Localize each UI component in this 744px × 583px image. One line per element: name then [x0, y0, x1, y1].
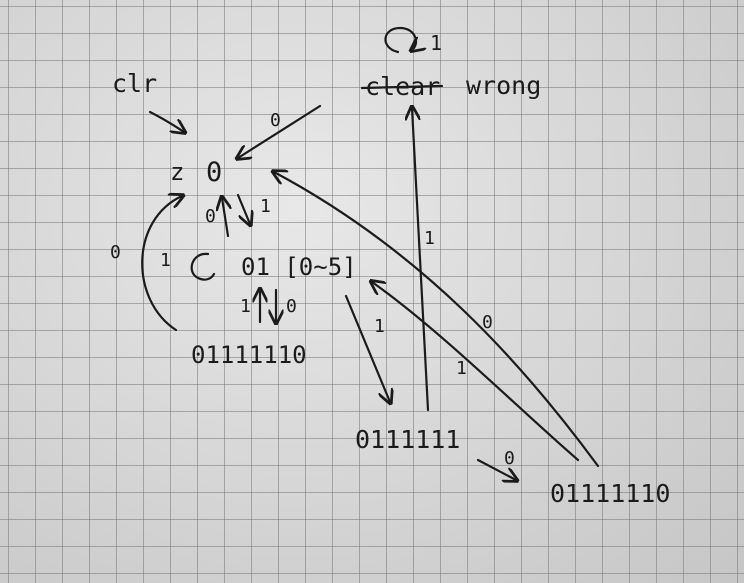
node-ones-counter: 01 [0~5]: [241, 253, 357, 281]
clear-to-zero-edge: [238, 104, 322, 158]
wrong-self-loop-edge: [384, 26, 416, 52]
six-to-counter-edge: [372, 282, 580, 462]
node-detect-pattern: 01111110: [191, 341, 307, 369]
seven-to-zero-edge: [274, 172, 600, 468]
six-to-wrong-label: 1: [424, 228, 435, 249]
counter-to-six-edge: [344, 294, 390, 402]
node-seven-ones: 01111110: [550, 479, 670, 508]
node-wrong-label: wrong: [466, 71, 541, 100]
clear-to-zero-label: 0: [270, 110, 281, 131]
detect-to-counter-label: 1: [240, 296, 251, 317]
six-to-wrong-edge: [412, 108, 430, 412]
counter-self-loop-edge: [190, 252, 216, 281]
wrong-self-loop-label: 1: [430, 31, 442, 55]
node-zero-state: 0: [206, 157, 222, 188]
counter-to-zero-label: 0: [205, 206, 216, 227]
six-to-counter-label: 1: [456, 358, 467, 379]
six-to-seven-edge: [476, 458, 516, 480]
counter-self-loop-label: 1: [160, 250, 171, 271]
detect-to-zero-loop-edge: [141, 196, 182, 332]
counter-to-detect-label: 0: [286, 296, 297, 317]
detect-to-zero-loop-label: 0: [110, 242, 121, 263]
node-clear-struck: clear: [360, 72, 444, 101]
counter-to-six-label: 1: [374, 316, 385, 337]
six-to-seven-label: 0: [504, 448, 515, 469]
strikethrough-line: [360, 84, 444, 90]
node-six-ones: 0111111: [355, 425, 460, 454]
zero-to-counter-label: 1: [260, 196, 271, 217]
zero-to-counter-edge: [236, 193, 250, 224]
seven-to-zero-label: 0: [482, 312, 493, 333]
node-zero-prefix: z: [170, 158, 184, 186]
node-clr-label: clr: [112, 69, 157, 98]
counter-to-zero-edge: [222, 198, 228, 238]
clr-to-zero-edge: [148, 110, 184, 132]
